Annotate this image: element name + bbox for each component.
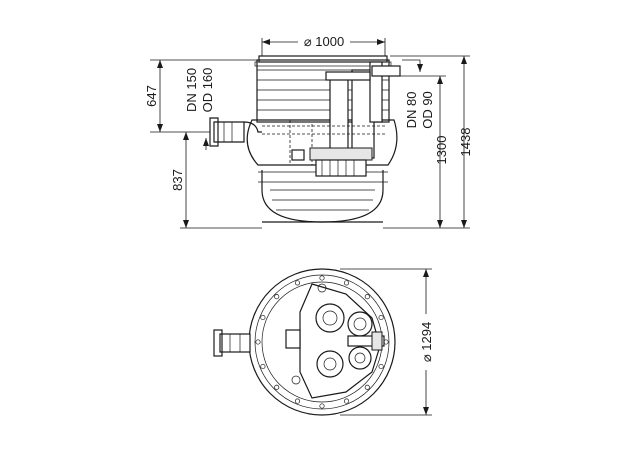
inlet-pipe-socket xyxy=(209,117,219,147)
label-height-upper: 647 xyxy=(144,85,159,107)
label-top-diameter: ⌀ 1000 xyxy=(304,34,344,49)
tank-lower-body xyxy=(261,170,384,223)
plan-inlet-ridges xyxy=(229,334,241,352)
rim-bolt xyxy=(343,398,350,404)
rim-bolt xyxy=(294,398,301,404)
inlet-pipe-ridges xyxy=(223,122,233,142)
vent-pipe-top xyxy=(325,71,371,81)
rim-bolt xyxy=(274,294,280,300)
discharge-manifold xyxy=(347,335,385,347)
side-elevation-view: ⌀ 1000 647 837 DN 150 OD 160 DN 80 xyxy=(144,34,473,229)
tank-upper-shell xyxy=(246,119,398,166)
rim-bolt xyxy=(319,403,325,409)
label-height-lower: 837 xyxy=(170,169,185,191)
label-height-inner: 1300 xyxy=(434,136,449,165)
rim-bolt xyxy=(260,314,266,321)
rim-bolt xyxy=(274,384,280,390)
cover-frame xyxy=(254,61,392,67)
dim-height-lower: 837 xyxy=(170,132,262,229)
fitting-square xyxy=(285,329,301,349)
plan-view: ⌀ 1294 xyxy=(213,268,434,416)
rim-bolt xyxy=(378,314,384,321)
dim-outer-diameter: ⌀ 1294 xyxy=(340,268,434,416)
inlet-pipe xyxy=(213,121,245,143)
label-outer-diameter: ⌀ 1294 xyxy=(419,322,434,362)
dim-top-diameter: ⌀ 1000 xyxy=(261,34,386,56)
pump-right-top xyxy=(347,311,373,337)
rim-bolt xyxy=(364,294,370,300)
pump-left-bottom xyxy=(316,350,344,378)
pump-left-top-core xyxy=(322,310,338,326)
rim-bolt xyxy=(260,363,266,370)
rim-bolts xyxy=(255,275,389,409)
rim-bolt xyxy=(294,280,301,286)
discharge-valve xyxy=(371,331,383,351)
rim-bolt xyxy=(343,280,350,286)
fitting-round xyxy=(291,375,301,385)
plan-inlet-pipe xyxy=(219,333,251,353)
riser-neck xyxy=(256,59,390,123)
pump-right-bottom xyxy=(348,346,372,370)
dim-height-upper: 647 xyxy=(144,59,258,133)
label-outlet-od: OD 90 xyxy=(420,91,435,129)
inner-hidden-lines xyxy=(262,120,385,165)
pump-base xyxy=(309,147,373,161)
cover-lid xyxy=(258,55,388,63)
pump-left-top xyxy=(315,303,345,333)
vent-port xyxy=(317,283,327,293)
pump-housing xyxy=(315,159,367,177)
outlet-elbow xyxy=(371,65,401,77)
rim-bolt xyxy=(364,384,370,390)
pump-right-bottom-core xyxy=(354,352,366,364)
dim-height-inner: 1300 xyxy=(383,75,449,229)
inlet-pipe-bend xyxy=(243,121,262,133)
inlet-label-block: DN 150 OD 160 xyxy=(184,68,215,150)
level-switch xyxy=(291,149,305,161)
pump-right-top-core xyxy=(353,317,367,331)
dim-height-total: 1438 xyxy=(390,55,473,229)
tank-body-ribs xyxy=(270,189,375,211)
label-inlet-od: OD 160 xyxy=(200,68,215,113)
label-inlet-dn: DN 150 xyxy=(184,68,199,112)
plan-flange-ring xyxy=(254,274,390,410)
label-height-total: 1438 xyxy=(458,128,473,157)
pump-left-bottom-core xyxy=(323,357,337,371)
pump-column-left xyxy=(329,77,349,159)
discharge-riser xyxy=(369,61,383,123)
plan-inlet-socket xyxy=(213,329,223,357)
outlet-label-block: DN 80 OD 90 xyxy=(402,59,435,129)
rim-bolt xyxy=(255,339,261,345)
label-outlet-dn: DN 80 xyxy=(404,92,419,129)
pump-ribs xyxy=(321,160,355,176)
rim-bolt xyxy=(319,275,325,281)
riser-ribs xyxy=(257,69,389,111)
rim-bolt xyxy=(378,363,384,370)
